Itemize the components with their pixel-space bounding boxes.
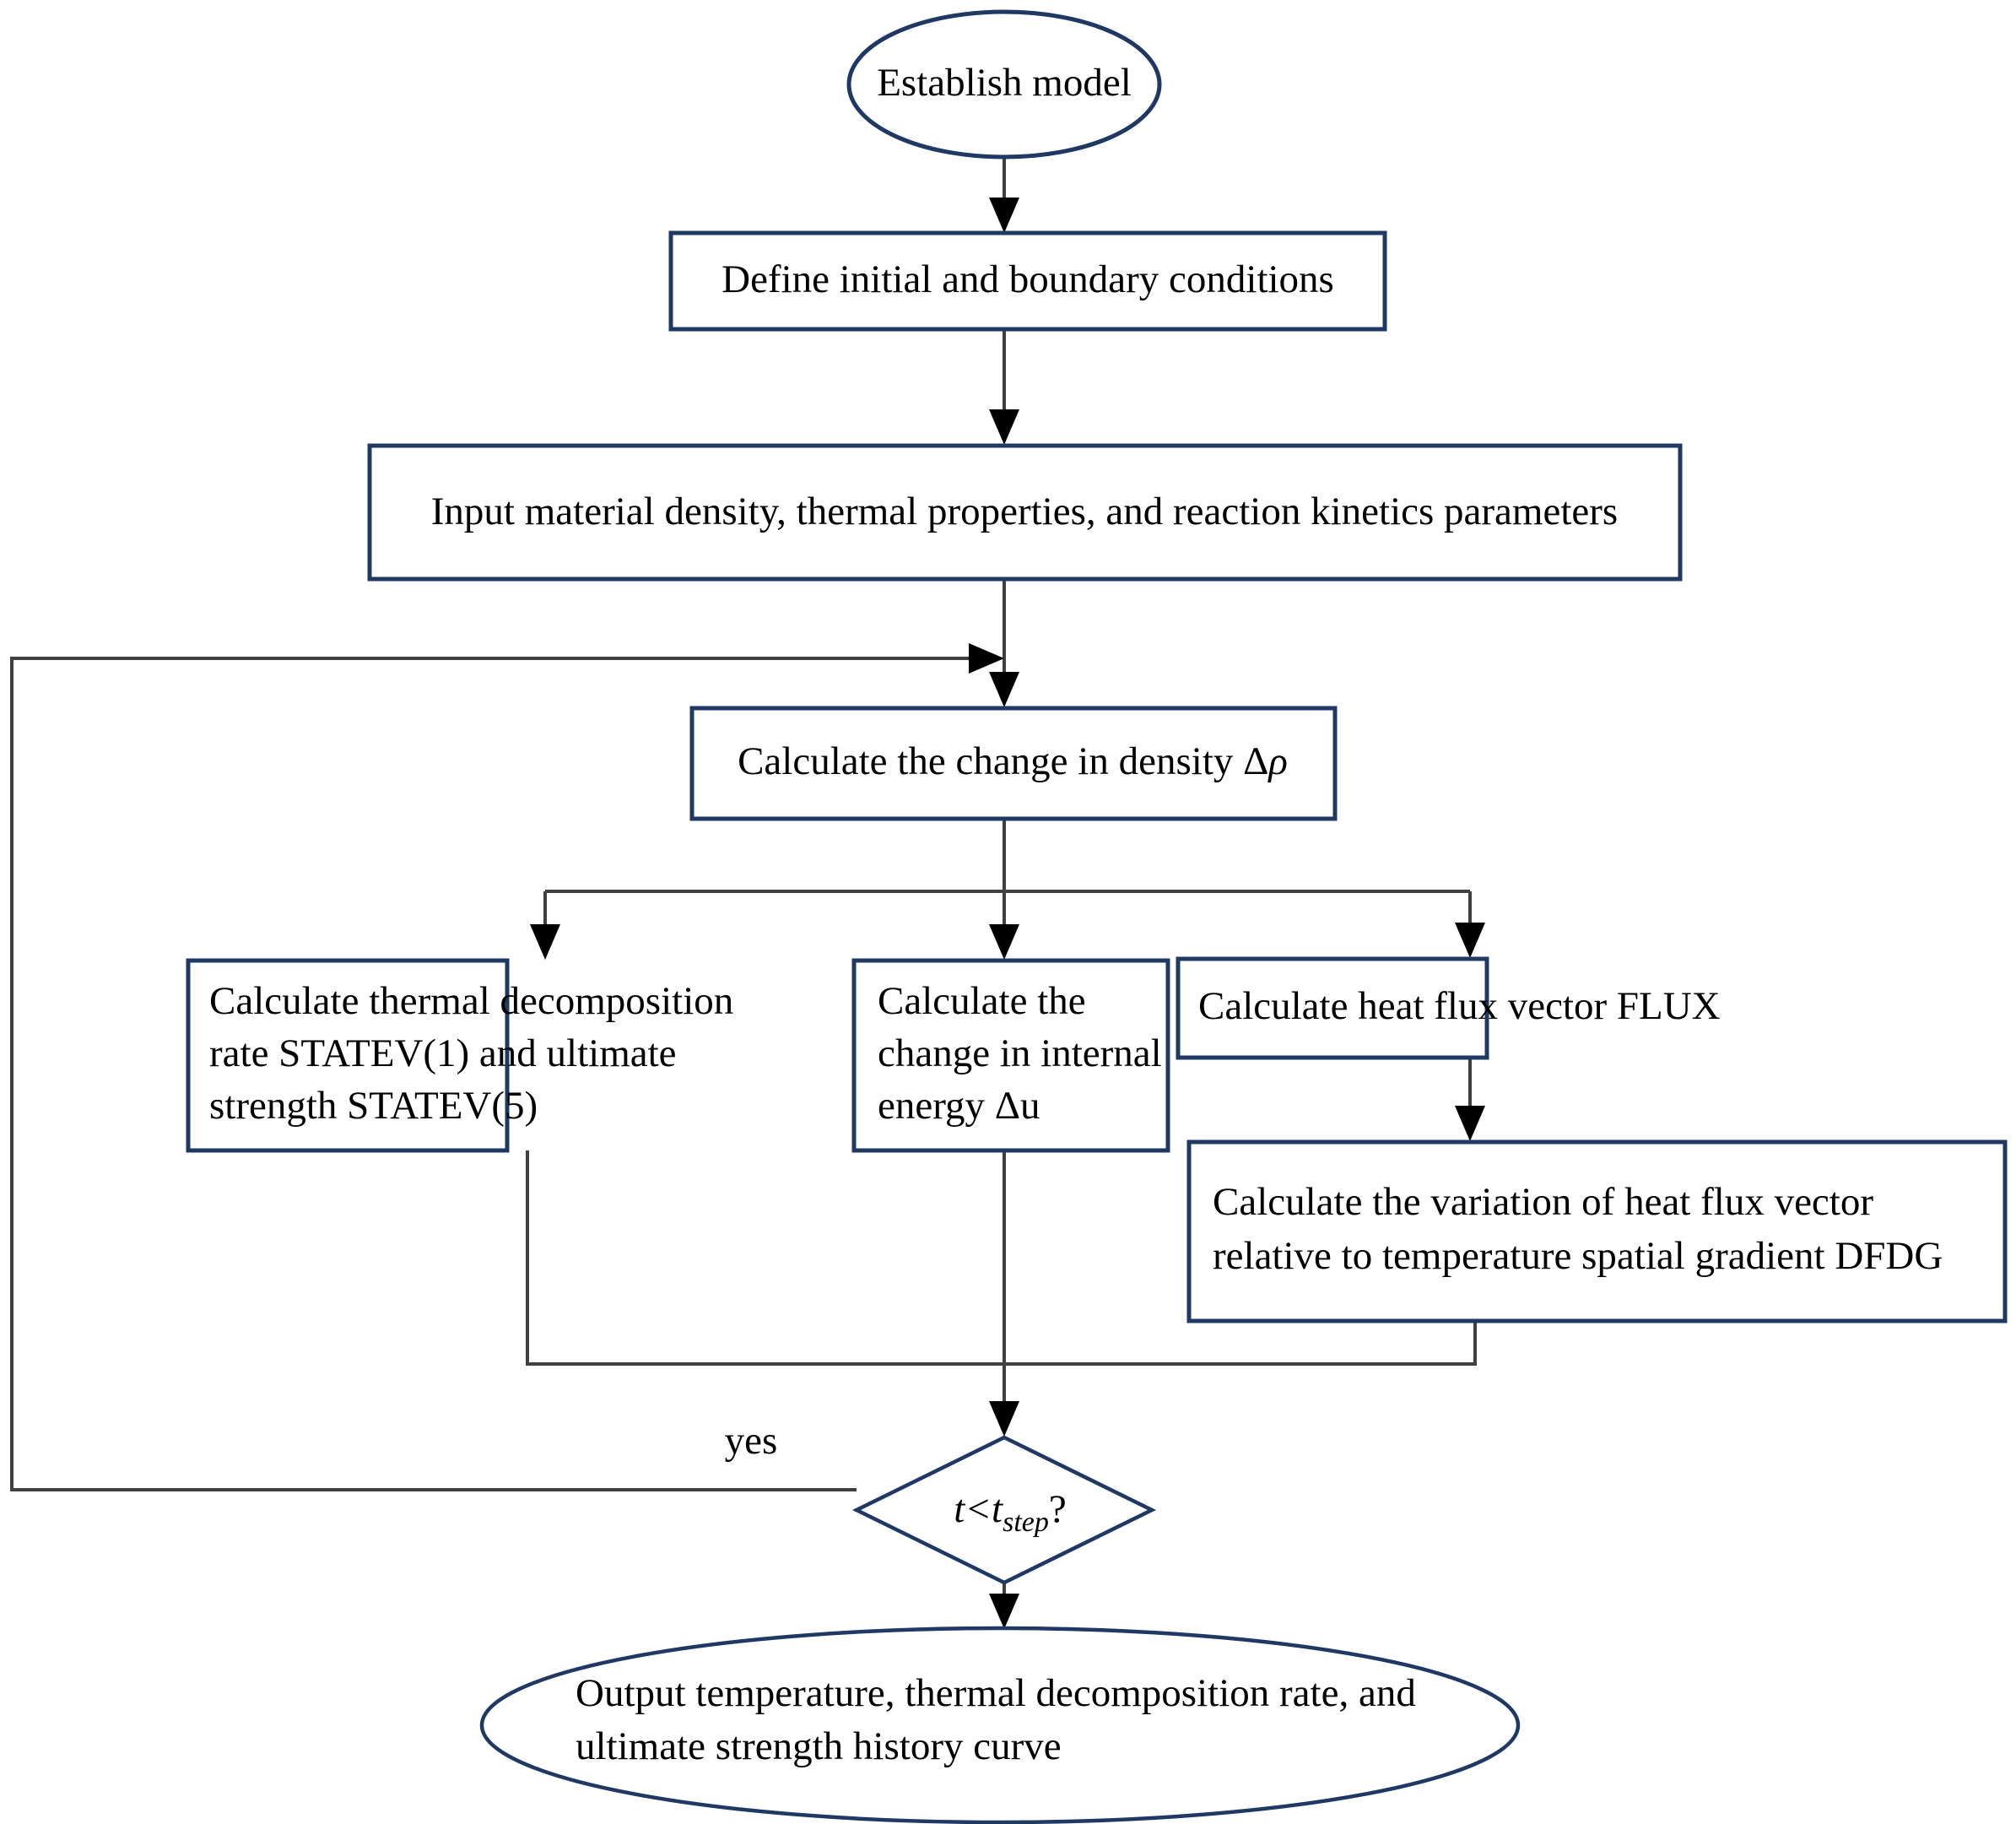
- decision-math-suffix: ?: [1049, 1487, 1067, 1531]
- edge-define-to-input: [989, 329, 1019, 445]
- decision-diamond-shape: [851, 1435, 1157, 1585]
- edge-flux-to-dfdg: [1455, 1058, 1485, 1141]
- node-calc-heat-flux[interactable]: Calculate heat flux vector FLUX: [1176, 956, 1721, 1060]
- calc-dfdg-rect-shape: [1186, 1139, 2008, 1323]
- calc-heat-flux-label: Calculate heat flux vector FLUX: [1198, 984, 1721, 1028]
- edge-label-yes: yes: [725, 1419, 778, 1463]
- start-label: Establish model: [877, 61, 1132, 105]
- decision-math-subscript: step: [1003, 1507, 1049, 1538]
- input-parameters-label: Input material density, thermal properti…: [431, 490, 1618, 533]
- node-decision-timestep[interactable]: t<tstep?: [851, 1435, 1157, 1585]
- output-line-2: ultimate strength history curve: [576, 1724, 1062, 1768]
- decision-timestep-label: t<tstep?: [954, 1487, 1067, 1538]
- edge-feedback-loop-yes: [10, 643, 1004, 1491]
- node-calc-decomposition[interactable]: Calculate thermal decomposition rate STA…: [186, 958, 733, 1153]
- calc-dfdg-line-1: Calculate the variation of heat flux vec…: [1213, 1180, 1873, 1224]
- calc-dfdg-line-2: relative to temperature spatial gradient…: [1213, 1234, 1943, 1278]
- edge-input-to-density: [989, 578, 1019, 707]
- calc-internal-energy-line-3: energy Δu: [878, 1084, 1040, 1128]
- output-line-1: Output temperature, thermal decompositio…: [576, 1671, 1416, 1715]
- calc-density-label: Calculate the change in density Δρ: [738, 739, 1288, 783]
- node-calc-density[interactable]: Calculate the change in density Δρ: [689, 706, 1338, 821]
- define-conditions-rect-shape: [668, 230, 1387, 332]
- node-input-parameters[interactable]: Input material density, thermal properti…: [367, 443, 1683, 582]
- node-calc-internal-energy[interactable]: Calculate the change in internal energy …: [851, 958, 1170, 1153]
- calc-decomposition-rect-shape: [186, 958, 510, 1153]
- calc-density-label-symbol: ρ: [1267, 739, 1288, 783]
- output-ellipse-shape: [479, 1626, 1521, 1824]
- node-define-conditions[interactable]: Define initial and boundary conditions: [668, 230, 1387, 332]
- calc-density-label-prefix: Calculate the change in density Δ: [738, 739, 1268, 783]
- calc-internal-energy-line-2: change in internal: [878, 1031, 1162, 1075]
- calc-decomposition-line-1: Calculate thermal decomposition: [209, 979, 733, 1023]
- calc-decomposition-line-3: strength STATEV(5): [209, 1084, 538, 1128]
- calc-decomposition-line-2: rate STATEV(1) and ultimate: [209, 1031, 677, 1075]
- node-calc-dfdg[interactable]: Calculate the variation of heat flux vec…: [1186, 1139, 2008, 1323]
- edge-density-split-bus: [530, 819, 1485, 960]
- calc-internal-energy-rect-shape: [851, 958, 1170, 1153]
- node-start[interactable]: Establish model: [846, 9, 1162, 160]
- edge-start-to-define: [989, 157, 1019, 233]
- edge-decision-to-output: [989, 1583, 1019, 1629]
- node-output[interactable]: Output temperature, thermal decompositio…: [479, 1626, 1521, 1824]
- define-conditions-label: Define initial and boundary conditions: [722, 257, 1334, 301]
- start-ellipse-shape: [846, 9, 1162, 160]
- input-parameters-rect-shape: [367, 443, 1683, 582]
- calc-density-rect-shape: [689, 706, 1338, 821]
- decision-math-main: t<t: [954, 1487, 1003, 1531]
- edge-merge-bus-to-decision: [526, 1150, 1477, 1437]
- calc-heat-flux-rect-shape: [1176, 956, 1489, 1060]
- calc-internal-energy-line-1: Calculate the: [878, 979, 1086, 1023]
